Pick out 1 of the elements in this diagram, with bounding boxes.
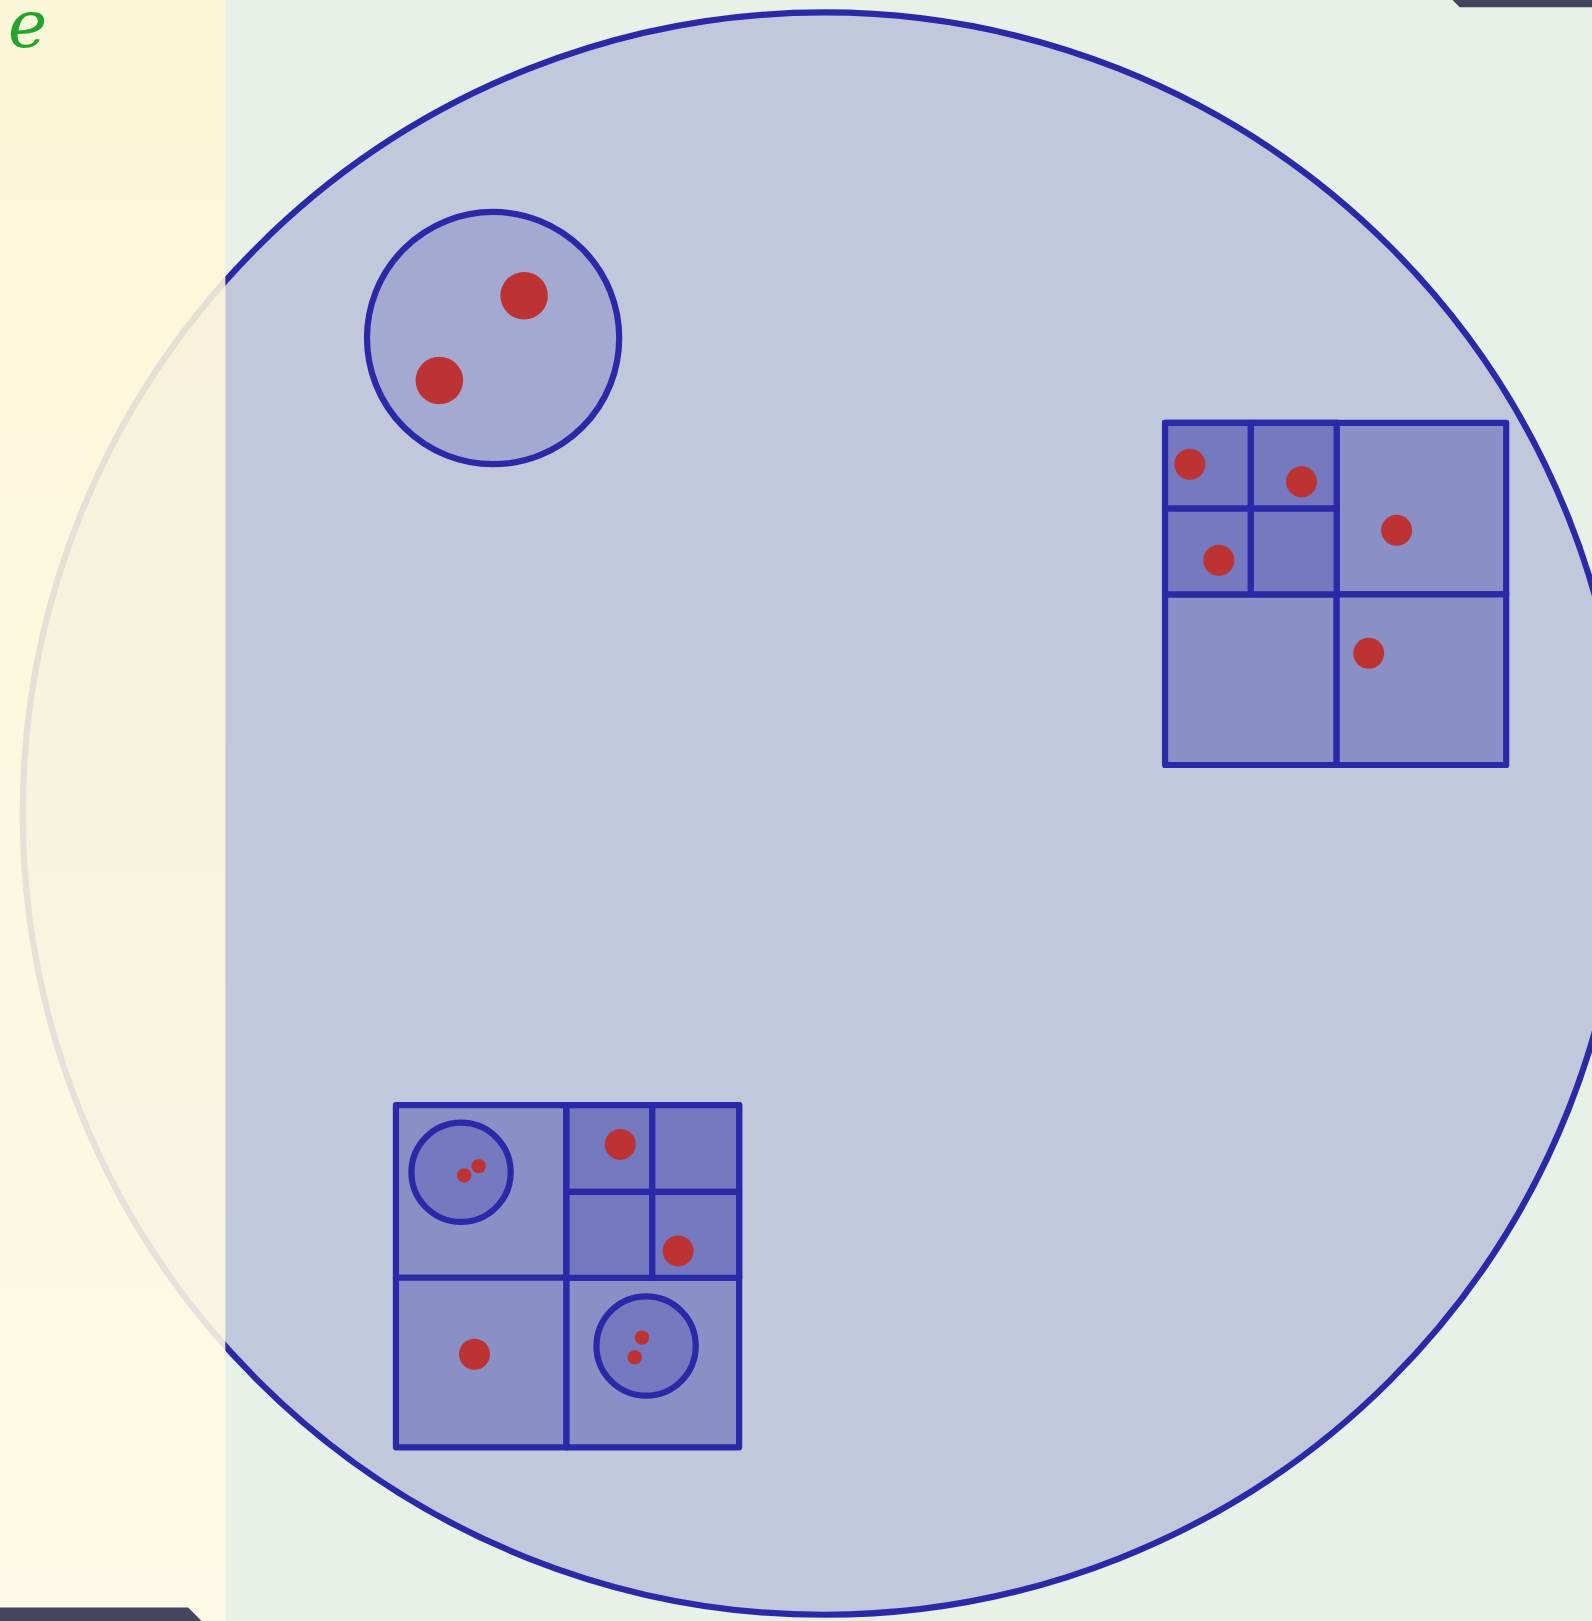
- panel-letter: e: [8, 0, 48, 58]
